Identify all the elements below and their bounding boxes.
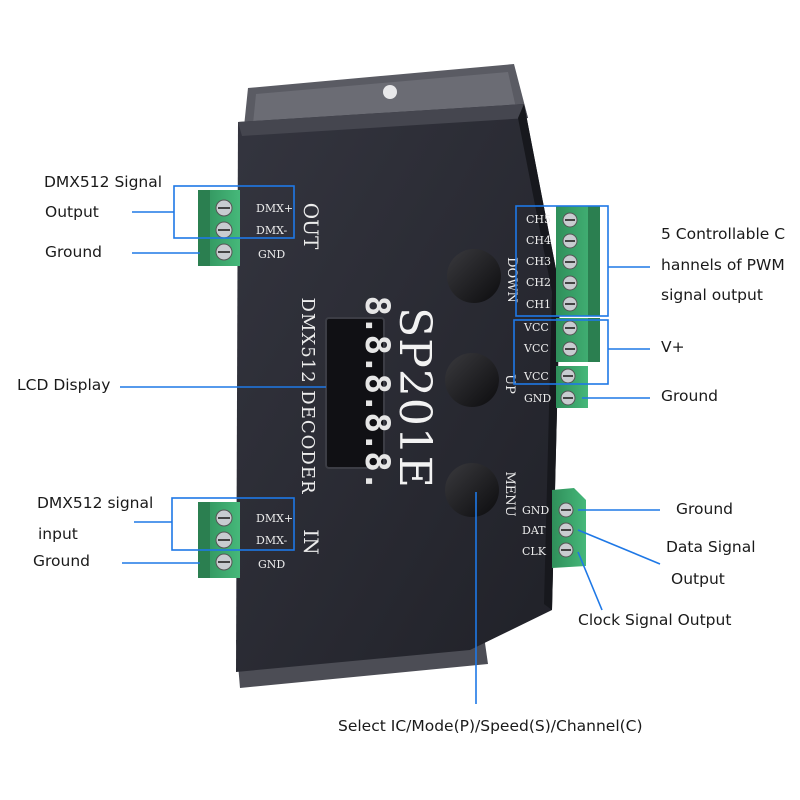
leader-clock <box>577 551 603 611</box>
terminal-label-ch4: CH4 <box>526 234 551 247</box>
terminal-block-power <box>556 318 600 362</box>
label-channels-line3: signal output <box>661 286 763 304</box>
terminal-label-gnd-pwr: GND <box>524 392 551 405</box>
terminal-block-signal <box>552 488 586 568</box>
terminal-label-ch5: CH5 <box>526 213 551 226</box>
label-ground-out: Ground <box>45 243 103 261</box>
terminal-label-gnd-sig: GND <box>522 504 549 517</box>
menu-button[interactable]: MENU <box>445 463 517 517</box>
label-dmx-out-line2: Output <box>45 203 99 221</box>
device-body <box>236 104 560 672</box>
label-dmx-in-line1: DMX512 signal <box>37 494 154 512</box>
label-ground-pwr: Ground <box>661 387 719 405</box>
terminal-label-in-gnd: GND <box>258 558 285 571</box>
label-channels-line2: hannels of PWM <box>661 256 785 274</box>
bracket-channels <box>515 205 609 317</box>
label-buttons: Select IC/Mode(P)/Speed(S)/Channel(C) <box>338 717 643 735</box>
terminal-label-in-dmx-plus: DMX+ <box>256 512 293 525</box>
annotation-lines <box>120 185 661 704</box>
device-subtitle: DMX512 DECODER <box>297 298 318 495</box>
label-channels-line1: 5 Controllable C <box>661 225 786 243</box>
label-ground-sig: Ground <box>676 500 734 518</box>
terminal-label-out-dmx-plus: DMX+ <box>256 202 293 215</box>
label-dmx-in-line2: input <box>38 525 78 543</box>
leader-data <box>577 529 661 565</box>
terminal-label-ch1: CH1 <box>526 298 551 311</box>
terminal-label-out-dmx-minus: DMX- <box>256 224 288 237</box>
terminal-label-clk: CLK <box>522 545 547 558</box>
in-label: IN <box>299 529 323 554</box>
terminal-label-out-gnd: GND <box>258 248 285 261</box>
terminal-label-ch2: CH2 <box>526 276 551 289</box>
label-ground-in: Ground <box>33 552 91 570</box>
terminal-block-power-2 <box>556 366 588 408</box>
terminal-label-ch3: CH3 <box>526 255 551 268</box>
lcd-digits: 8.8.8.8.8. <box>357 296 397 491</box>
menu-button-label: MENU <box>502 471 517 516</box>
terminal-label-in-dmx-minus: DMX- <box>256 534 288 547</box>
lcd-display: 8.8.8.8.8. <box>325 296 397 491</box>
label-lcd-display: LCD Display <box>17 376 111 394</box>
label-dmx-out-line1: DMX512 Signal <box>44 173 163 191</box>
terminal-block-in <box>198 502 240 578</box>
terminal-label-vcc2: VCC <box>523 342 549 355</box>
label-data-line2: Output <box>671 570 725 588</box>
terminal-label-vcc3: VCC <box>523 370 549 383</box>
device-model: SP201E <box>389 307 440 489</box>
out-label: OUT <box>299 203 323 250</box>
bracket-vplus <box>513 319 609 385</box>
terminal-block-out <box>198 190 240 266</box>
label-clock: Clock Signal Output <box>578 611 732 629</box>
label-data-line1: Data Signal <box>666 538 756 556</box>
bracket-dmx-in <box>171 497 295 551</box>
down-button[interactable]: DOWN <box>447 249 519 303</box>
label-vplus: V+ <box>661 338 685 356</box>
terminal-label-vcc1: VCC <box>523 321 549 334</box>
terminal-block-channels <box>556 206 600 316</box>
terminal-label-dat: DAT <box>522 524 546 537</box>
